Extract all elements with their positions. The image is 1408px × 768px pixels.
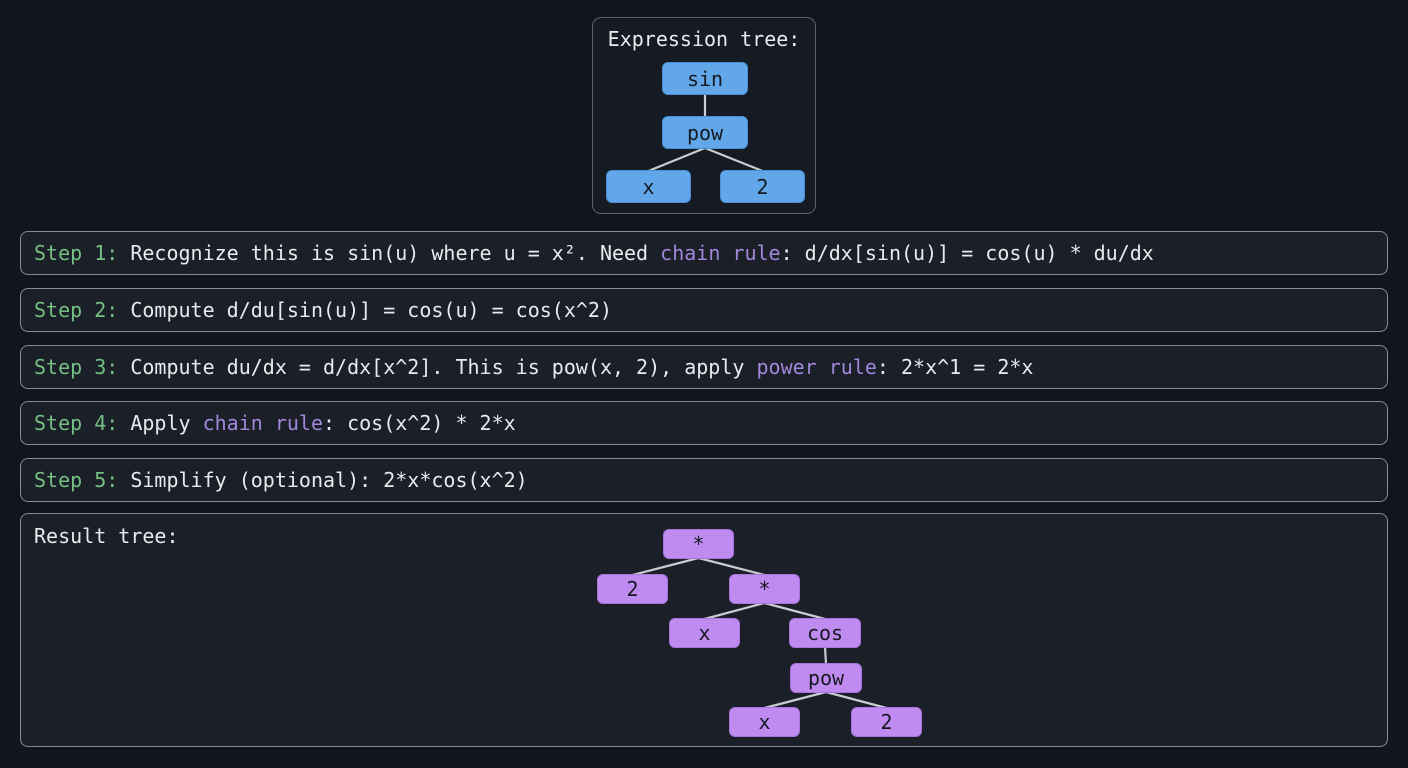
tree-node-pow: pow bbox=[662, 116, 748, 149]
step-text-segment: Simplify (optional): 2*x*cos(x^2) bbox=[118, 468, 528, 493]
expression-tree-title: Expression tree: bbox=[607, 27, 801, 51]
step-text-segment: Step 5: bbox=[34, 468, 119, 493]
tree-node-pow: pow bbox=[790, 663, 862, 693]
tree-edge bbox=[763, 601, 827, 621]
tree-node-x1: x bbox=[669, 618, 740, 648]
step-text-segment: power rule bbox=[756, 354, 877, 379]
tree-edge bbox=[824, 690, 888, 710]
step-text-segment: : d/dx[sin(u)] = cos(u) * du/dx bbox=[780, 241, 1154, 265]
step-row-3: Step 3: Compute du/dx = d/dx[x^2]. This … bbox=[20, 344, 1388, 389]
tree-node-two2: 2 bbox=[851, 707, 922, 737]
tree-edges bbox=[647, 92, 764, 173]
tree-edge bbox=[703, 146, 764, 173]
step-text-segment: : 2*x^1 = 2*x bbox=[876, 354, 1034, 379]
tree-node-x: x bbox=[606, 170, 691, 203]
step-text-segment: chain rule bbox=[660, 241, 781, 265]
tree-edge bbox=[697, 556, 766, 577]
step-text-segment: Step 4: bbox=[34, 411, 119, 436]
tree-edge bbox=[823, 645, 828, 666]
tree-edge bbox=[631, 556, 700, 577]
tree-edges bbox=[631, 556, 888, 710]
step-text-segment: Step 2: bbox=[34, 297, 119, 322]
step-text-segment: chain rule bbox=[202, 411, 324, 436]
step-text-segment: : cos(x^2) * 2*x bbox=[323, 411, 516, 436]
step-text-segment: Step 3: bbox=[34, 354, 119, 379]
result-tree-title: Result tree: bbox=[34, 524, 179, 548]
step-row-5: Step 5: Simplify (optional): 2*x*cos(x^2… bbox=[20, 458, 1388, 503]
tree-node-mul2: * bbox=[729, 574, 800, 604]
tree-node-mul1: * bbox=[663, 529, 734, 559]
step-row-4: Step 4: Apply chain rule: cos(x^2) * 2*x bbox=[20, 401, 1388, 446]
step-text-segment: Step 1: bbox=[34, 241, 119, 265]
step-text-segment: Recognize this is sin(u) where u = x². N… bbox=[118, 241, 661, 265]
step-row-2: Step 2: Compute d/du[sin(u)] = cos(u) = … bbox=[20, 287, 1388, 332]
tree-node-cos: cos bbox=[789, 618, 861, 648]
tree-node-two1: 2 bbox=[597, 574, 668, 604]
derivation-steps: Step 1: Recognize this is sin(u) where u… bbox=[20, 231, 1388, 515]
step-text-segment: Compute d/du[sin(u)] = cos(u) = cos(x^2) bbox=[118, 297, 612, 322]
tree-edge bbox=[763, 690, 828, 710]
step-row-1: Step 1: Recognize this is sin(u) where u… bbox=[20, 231, 1388, 275]
tree-edge bbox=[703, 601, 766, 621]
tree-edge bbox=[647, 146, 707, 173]
tree-node-sin: sin bbox=[662, 62, 748, 95]
step-text-segment: Compute du/dx = d/dx[x^2]. This is pow(x… bbox=[118, 354, 757, 379]
step-text-segment: Apply bbox=[118, 411, 203, 436]
tree-node-two: 2 bbox=[720, 170, 805, 203]
tree-node-x2: x bbox=[729, 707, 800, 737]
